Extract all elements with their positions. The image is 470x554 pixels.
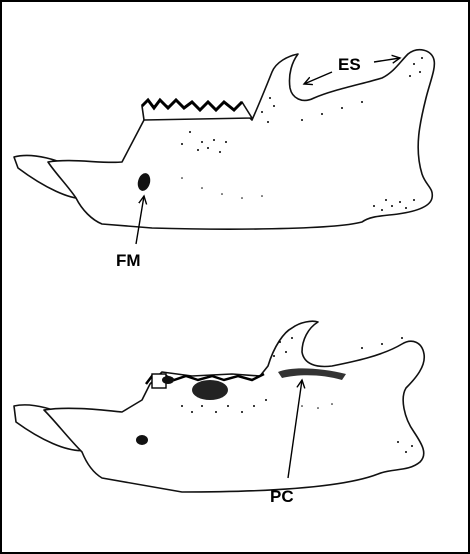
upper-mandible <box>14 50 434 229</box>
label-fm: FM <box>116 251 141 270</box>
lower-mandible <box>14 321 424 492</box>
label-pc: PC <box>270 487 294 506</box>
es-arrow-right <box>374 58 400 62</box>
label-es: ES <box>338 55 361 74</box>
es-arrow-left <box>304 72 332 84</box>
